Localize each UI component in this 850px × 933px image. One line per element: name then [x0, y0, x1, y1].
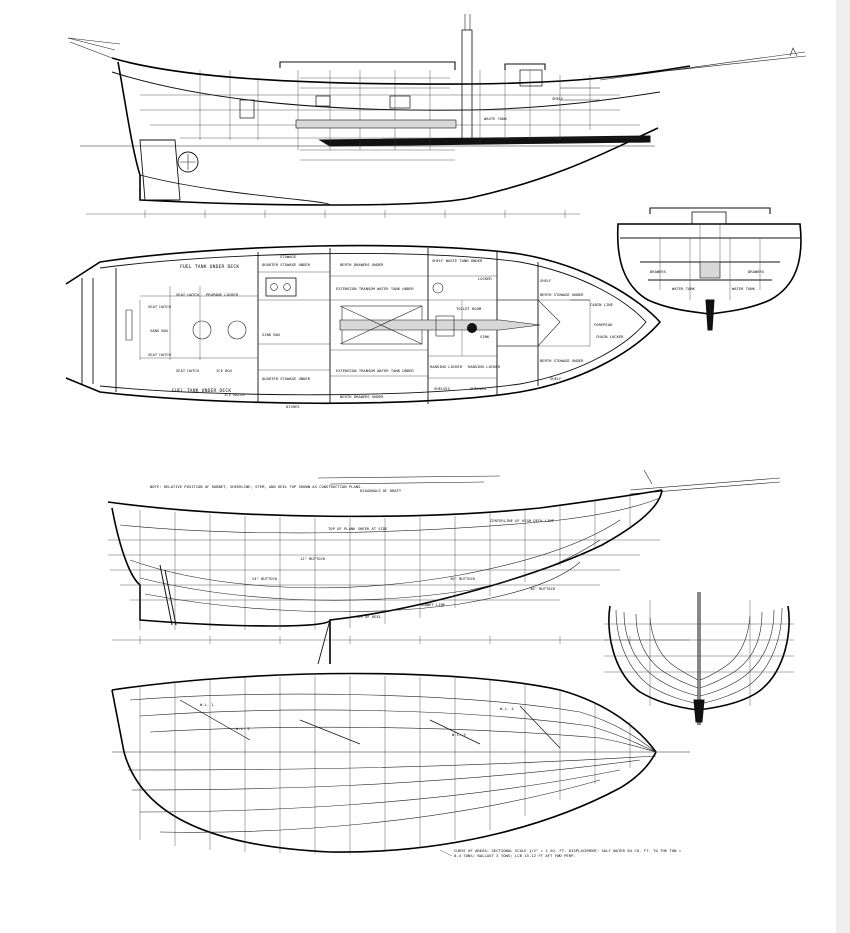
lines-sheer-profile: DIAGONALS OF DRAFT NOTE: RELATIVE POSITI… [107, 469, 781, 665]
plan-label-quarter-stowage-top: QUARTER STOWAGE UNDER [262, 262, 311, 267]
plan-label-chain-locker: CHAIN LOCKER [596, 334, 624, 339]
lines-label-buttock-3: 36" BUTTOCK [450, 576, 476, 581]
lines-label-buttock-1: 12" BUTTOCK [300, 556, 326, 561]
lines-label-wl-2: W.L. 2 [236, 726, 250, 731]
plan-label-stowage: STOWAGE [280, 254, 297, 259]
plan-label-vang-box: VANG BOX [150, 328, 169, 333]
lines-label-wl-3: W.L. 3 [452, 732, 466, 737]
plan-label-cabin-line: CABIN LINE [590, 302, 614, 307]
plan-label-hanging-locker-2: HANGING LOCKER [468, 364, 501, 369]
lines-label-rabbet: RABBET LINE [420, 602, 446, 607]
lines-label-top-plank: TOP OF PLANK SHEER AT SIDE [328, 526, 388, 531]
plan-label-quarter-stowage-bottom: QUARTER STOWAGE UNDER [262, 376, 311, 381]
plan-label-sink-box: SINK BOX [262, 332, 281, 337]
plan-label-toilet-room: TOILET ROOM [456, 306, 482, 311]
plan-label-berth-fwd-bottom: BERTH STOWAGE UNDER [540, 358, 584, 363]
lines-scale-note-box: CURVE OF AREAS: SECTIONAL SCALE 1/2" = 1… [454, 848, 682, 858]
plan-label-shelf-fwd-top: SHELF [540, 278, 552, 283]
plan-label-berth-top: BERTH DRAWERS UNDER [340, 262, 384, 267]
lines-label-wl-1: W.L. 1 [200, 702, 214, 707]
plan-label-seat-hatch-4: SEAT HATCH [176, 368, 200, 373]
plan-label-seat-hatch-2: SEAT HATCH [148, 304, 172, 309]
lines-half-breadth: W.L. 1 W.L. 2 W.L. 3 W.L. 4 CURVE OF ARE… [111, 672, 690, 858]
scan-margin-shade [836, 0, 850, 933]
profile-station-ticks [144, 210, 566, 218]
section-label-water-tank-left: WATER TANK [672, 286, 696, 291]
plan-label-extension-top: EXTENSION TRANSOM WATER TANK UNDER [336, 286, 414, 291]
plan-label-sink: SINK [480, 334, 490, 339]
section-label-water-tank-right: WATER TANK [732, 286, 756, 291]
lines-label-buttock-4: 48" BUTTOCK [530, 586, 556, 591]
plan-label-forepeak: FOREPEAK [594, 322, 613, 327]
plan-label-shelf-waste: SHELF WASTE TANK UNDER [432, 258, 483, 263]
plan-label-shelves-2: SHELVES [470, 386, 487, 391]
lines-label-diagonals-title: DIAGONALS OF DRAFT [360, 488, 402, 493]
lines-label-note: NOTE: RELATIVE POSITION OF RABBET, SHEER… [150, 484, 363, 489]
lines-label-wl-4: W.L. 4 [500, 706, 514, 711]
plan-label-fuel-tank-top: FUEL TANK UNDER DECK [180, 264, 239, 270]
midship-section: DRAWERS DRAWERS WATER TANK WATER TANK [616, 207, 802, 331]
plan-label-propane-locker: PROPANE LOCKER [206, 292, 239, 297]
construction-profile: WASTE TANK SHELF [67, 14, 807, 218]
plan-label-berth-fwd-top: BERTH STOWAGE UNDER [540, 292, 584, 297]
lines-label-top-of-keel: TOP OF KEEL [356, 614, 382, 619]
section-label-drawers-left: DRAWERS [650, 269, 667, 274]
plan-label-seat-hatch-1: SEAT HATCH [176, 292, 200, 297]
plan-label-berth-bottom: BERTH DRAWERS UNDER [340, 394, 384, 399]
profile-label-waste-tank: WASTE TANK [484, 116, 508, 121]
lines-body-plan [604, 592, 794, 725]
plan-label-ice-hatch: ICE HATCH [224, 392, 245, 397]
plan-label-shelves-1: SHELVES [434, 386, 451, 391]
plan-label-dishes: DISHES [286, 404, 300, 409]
plan-label-extension-bottom: EXTENSION TRANSOM WATER TANK UNDER [336, 368, 414, 373]
plan-label-ice-box: ICE BOX [216, 368, 233, 373]
lines-label-cabin-line: CENTERLINE OF HIGH DECK LINE [490, 518, 555, 523]
plan-label-hanging-locker-1: HANGING LOCKER [430, 364, 463, 369]
plan-label-seat-hatch-3: SEAT HATCH [148, 352, 172, 357]
profile-label-shelf: SHELF [552, 96, 564, 101]
plan-label-shelf-fwd-bottom: SHELF [550, 376, 562, 381]
plan-label-fuel-tank-bottom: FUEL TANK UNDER DECK [172, 388, 231, 394]
section-label-drawers-right: DRAWERS [748, 269, 765, 274]
lines-scale-note: CURVE OF AREAS: SECTIONAL SCALE 1/2" = 1… [454, 848, 682, 858]
accommodation-plan: FUEL TANK UNDER DECK FUEL TANK UNDER DEC… [65, 244, 662, 409]
lines-label-buttock-2: 24" BUTTOCK [252, 576, 278, 581]
plan-label-locker-top: LOCKER [478, 276, 492, 281]
